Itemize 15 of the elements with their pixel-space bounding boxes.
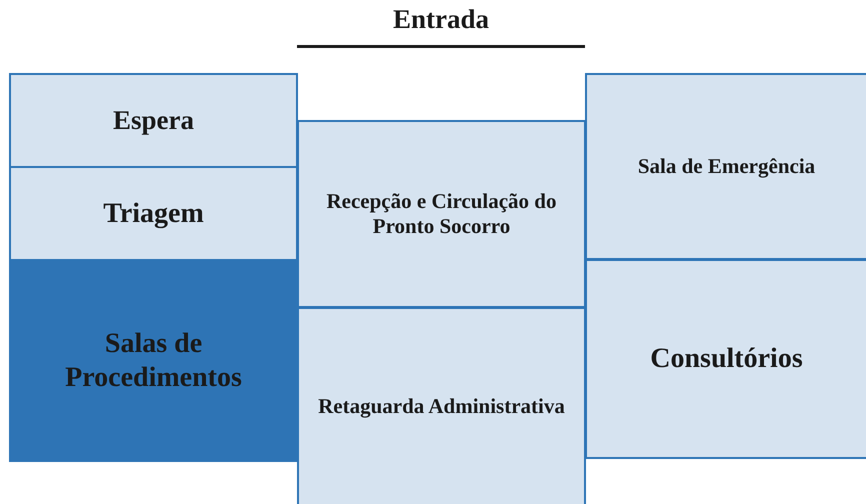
room-label: Retaguarda Administrativa	[317, 394, 566, 420]
room-label: Triagem	[102, 196, 205, 230]
room-box	[9, 166, 298, 261]
room-label: Recepção e Circulação do Pronto Socorro	[326, 188, 558, 240]
room-label: Sala de Emergência	[636, 154, 816, 180]
heading: Entrada	[392, 4, 490, 35]
room-box	[297, 307, 586, 504]
room-box	[585, 259, 866, 459]
room-label: Salas de Procedimentos	[64, 326, 243, 394]
room-box	[9, 259, 298, 462]
room-label: Consultórios	[649, 342, 804, 376]
room-box	[297, 120, 586, 308]
room-label: Espera	[112, 104, 195, 137]
room-box	[585, 73, 866, 260]
room-box	[9, 73, 298, 168]
